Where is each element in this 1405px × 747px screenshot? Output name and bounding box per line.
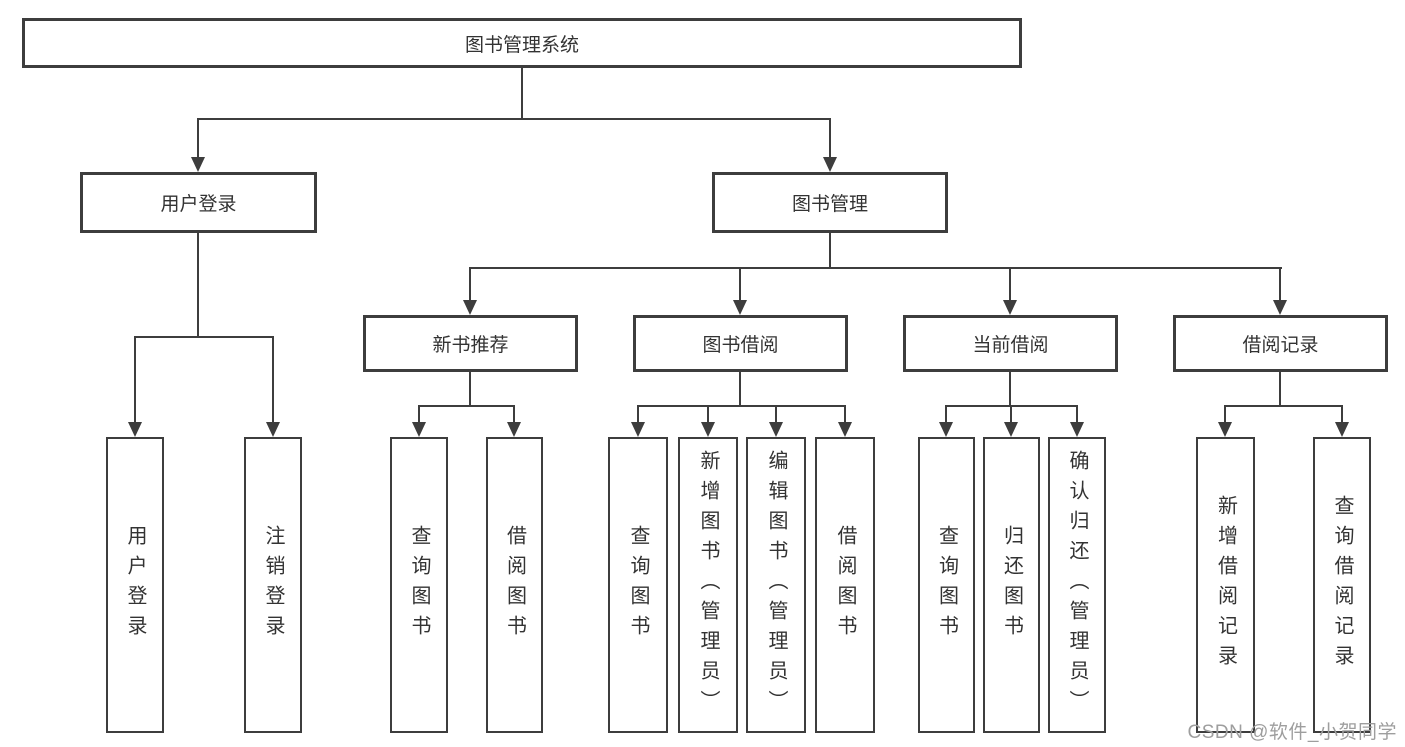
leaf-add-books-admin-label: 新增图书（管理员） xyxy=(697,450,719,720)
connector-line xyxy=(513,405,515,424)
arrow-down-icon xyxy=(1003,300,1017,315)
node-book-management: 图书管理 xyxy=(712,172,948,233)
leaf-borrow-books: 借阅图书 xyxy=(815,437,875,733)
leaf-logout: 注销登录 xyxy=(244,437,302,733)
leaf-return-books-label: 归还图书 xyxy=(1000,525,1023,645)
leaf-borrow-books-label: 借阅图书 xyxy=(834,525,856,645)
connector-line xyxy=(1010,405,1012,424)
connector-line xyxy=(469,267,1282,269)
leaf-add-borrow-record: 新增借阅记录 xyxy=(1196,437,1255,733)
connector-line xyxy=(1009,372,1011,405)
node-current-borrow-label: 当前借阅 xyxy=(972,335,1049,356)
leaf-borrow-query-books: 查询图书 xyxy=(608,437,668,733)
node-book-management-label: 图书管理 xyxy=(791,194,868,215)
connector-line xyxy=(1341,405,1343,424)
leaf-query-borrow-record: 查询借阅记录 xyxy=(1313,437,1371,733)
arrow-down-icon xyxy=(701,422,715,437)
connector-line xyxy=(707,405,709,424)
node-book-borrow-label: 图书借阅 xyxy=(702,335,779,356)
leaf-borrow-query-books-label: 查询图书 xyxy=(627,525,649,645)
connector-line xyxy=(521,68,523,118)
arrow-down-icon xyxy=(412,422,426,437)
connector-line xyxy=(272,336,274,424)
connector-line xyxy=(1009,267,1011,302)
connector-line xyxy=(1076,405,1078,424)
arrow-down-icon xyxy=(631,422,645,437)
leaf-edit-books-admin: 编辑图书（管理员） xyxy=(746,437,806,733)
arrow-down-icon xyxy=(507,422,521,437)
arrow-down-icon xyxy=(838,422,852,437)
connector-line xyxy=(134,336,274,338)
leaf-current-query-books-label: 查询图书 xyxy=(935,525,958,645)
leaf-newbook-query-books: 查询图书 xyxy=(390,437,448,733)
arrow-down-icon xyxy=(191,157,205,172)
arrow-down-icon xyxy=(823,157,837,172)
arrow-down-icon xyxy=(463,300,477,315)
arrow-down-icon xyxy=(769,422,783,437)
arrow-down-icon xyxy=(939,422,953,437)
node-user-login: 用户登录 xyxy=(80,172,317,233)
connector-line xyxy=(469,267,471,302)
leaf-edit-books-admin-label: 编辑图书（管理员） xyxy=(765,450,787,720)
connector-line xyxy=(637,405,845,407)
watermark: CSDN @软件_小贺同学 xyxy=(1187,722,1397,743)
connector-line xyxy=(637,405,639,424)
arrow-down-icon xyxy=(1273,300,1287,315)
leaf-user-login: 用户登录 xyxy=(106,437,164,733)
connector-line xyxy=(197,118,199,158)
connector-line xyxy=(197,233,199,336)
leaf-logout-label: 注销登录 xyxy=(262,525,284,645)
node-root: 图书管理系统 xyxy=(22,18,1022,68)
connector-line xyxy=(829,233,831,267)
connector-line xyxy=(1224,405,1226,424)
node-user-login-label: 用户登录 xyxy=(160,194,237,215)
arrow-down-icon xyxy=(1218,422,1232,437)
leaf-newbook-query-books-label: 查询图书 xyxy=(408,525,430,645)
connector-line xyxy=(1279,267,1281,302)
node-new-book-recommend-label: 新书推荐 xyxy=(432,335,509,356)
arrow-down-icon xyxy=(266,422,280,437)
node-new-book-recommend: 新书推荐 xyxy=(363,315,578,372)
connector-line xyxy=(1279,372,1281,405)
leaf-newbook-borrow-books: 借阅图书 xyxy=(486,437,543,733)
leaf-current-query-books: 查询图书 xyxy=(918,437,975,733)
leaf-user-login-label: 用户登录 xyxy=(124,525,146,645)
leaf-confirm-return-admin-label: 确认归还（管理员） xyxy=(1066,450,1088,720)
connector-line xyxy=(775,405,777,424)
connector-line xyxy=(829,118,831,158)
arrow-down-icon xyxy=(1335,422,1349,437)
node-borrow-records-label: 借阅记录 xyxy=(1242,335,1319,356)
connector-line xyxy=(844,405,846,424)
leaf-newbook-borrow-books-label: 借阅图书 xyxy=(503,525,526,645)
connector-line xyxy=(197,118,831,120)
leaf-query-borrow-record-label: 查询借阅记录 xyxy=(1331,495,1353,675)
leaf-add-books-admin: 新增图书（管理员） xyxy=(678,437,738,733)
arrow-down-icon xyxy=(1004,422,1018,437)
arrow-down-icon xyxy=(1070,422,1084,437)
connector-line xyxy=(945,405,947,424)
leaf-return-books: 归还图书 xyxy=(983,437,1040,733)
connector-line xyxy=(134,336,136,424)
node-book-borrow: 图书借阅 xyxy=(633,315,848,372)
arrow-down-icon xyxy=(733,300,747,315)
node-borrow-records: 借阅记录 xyxy=(1173,315,1388,372)
connector-line xyxy=(739,267,741,302)
leaf-confirm-return-admin: 确认归还（管理员） xyxy=(1048,437,1106,733)
connector-line xyxy=(418,405,515,407)
node-current-borrow: 当前借阅 xyxy=(903,315,1118,372)
node-root-label: 图书管理系统 xyxy=(464,34,579,56)
arrow-down-icon xyxy=(128,422,142,437)
leaf-add-borrow-record-label: 新增借阅记录 xyxy=(1214,495,1237,675)
connector-line xyxy=(418,405,420,424)
connector-line xyxy=(469,372,471,405)
connector-line xyxy=(739,372,741,405)
connector-line xyxy=(1224,405,1342,407)
